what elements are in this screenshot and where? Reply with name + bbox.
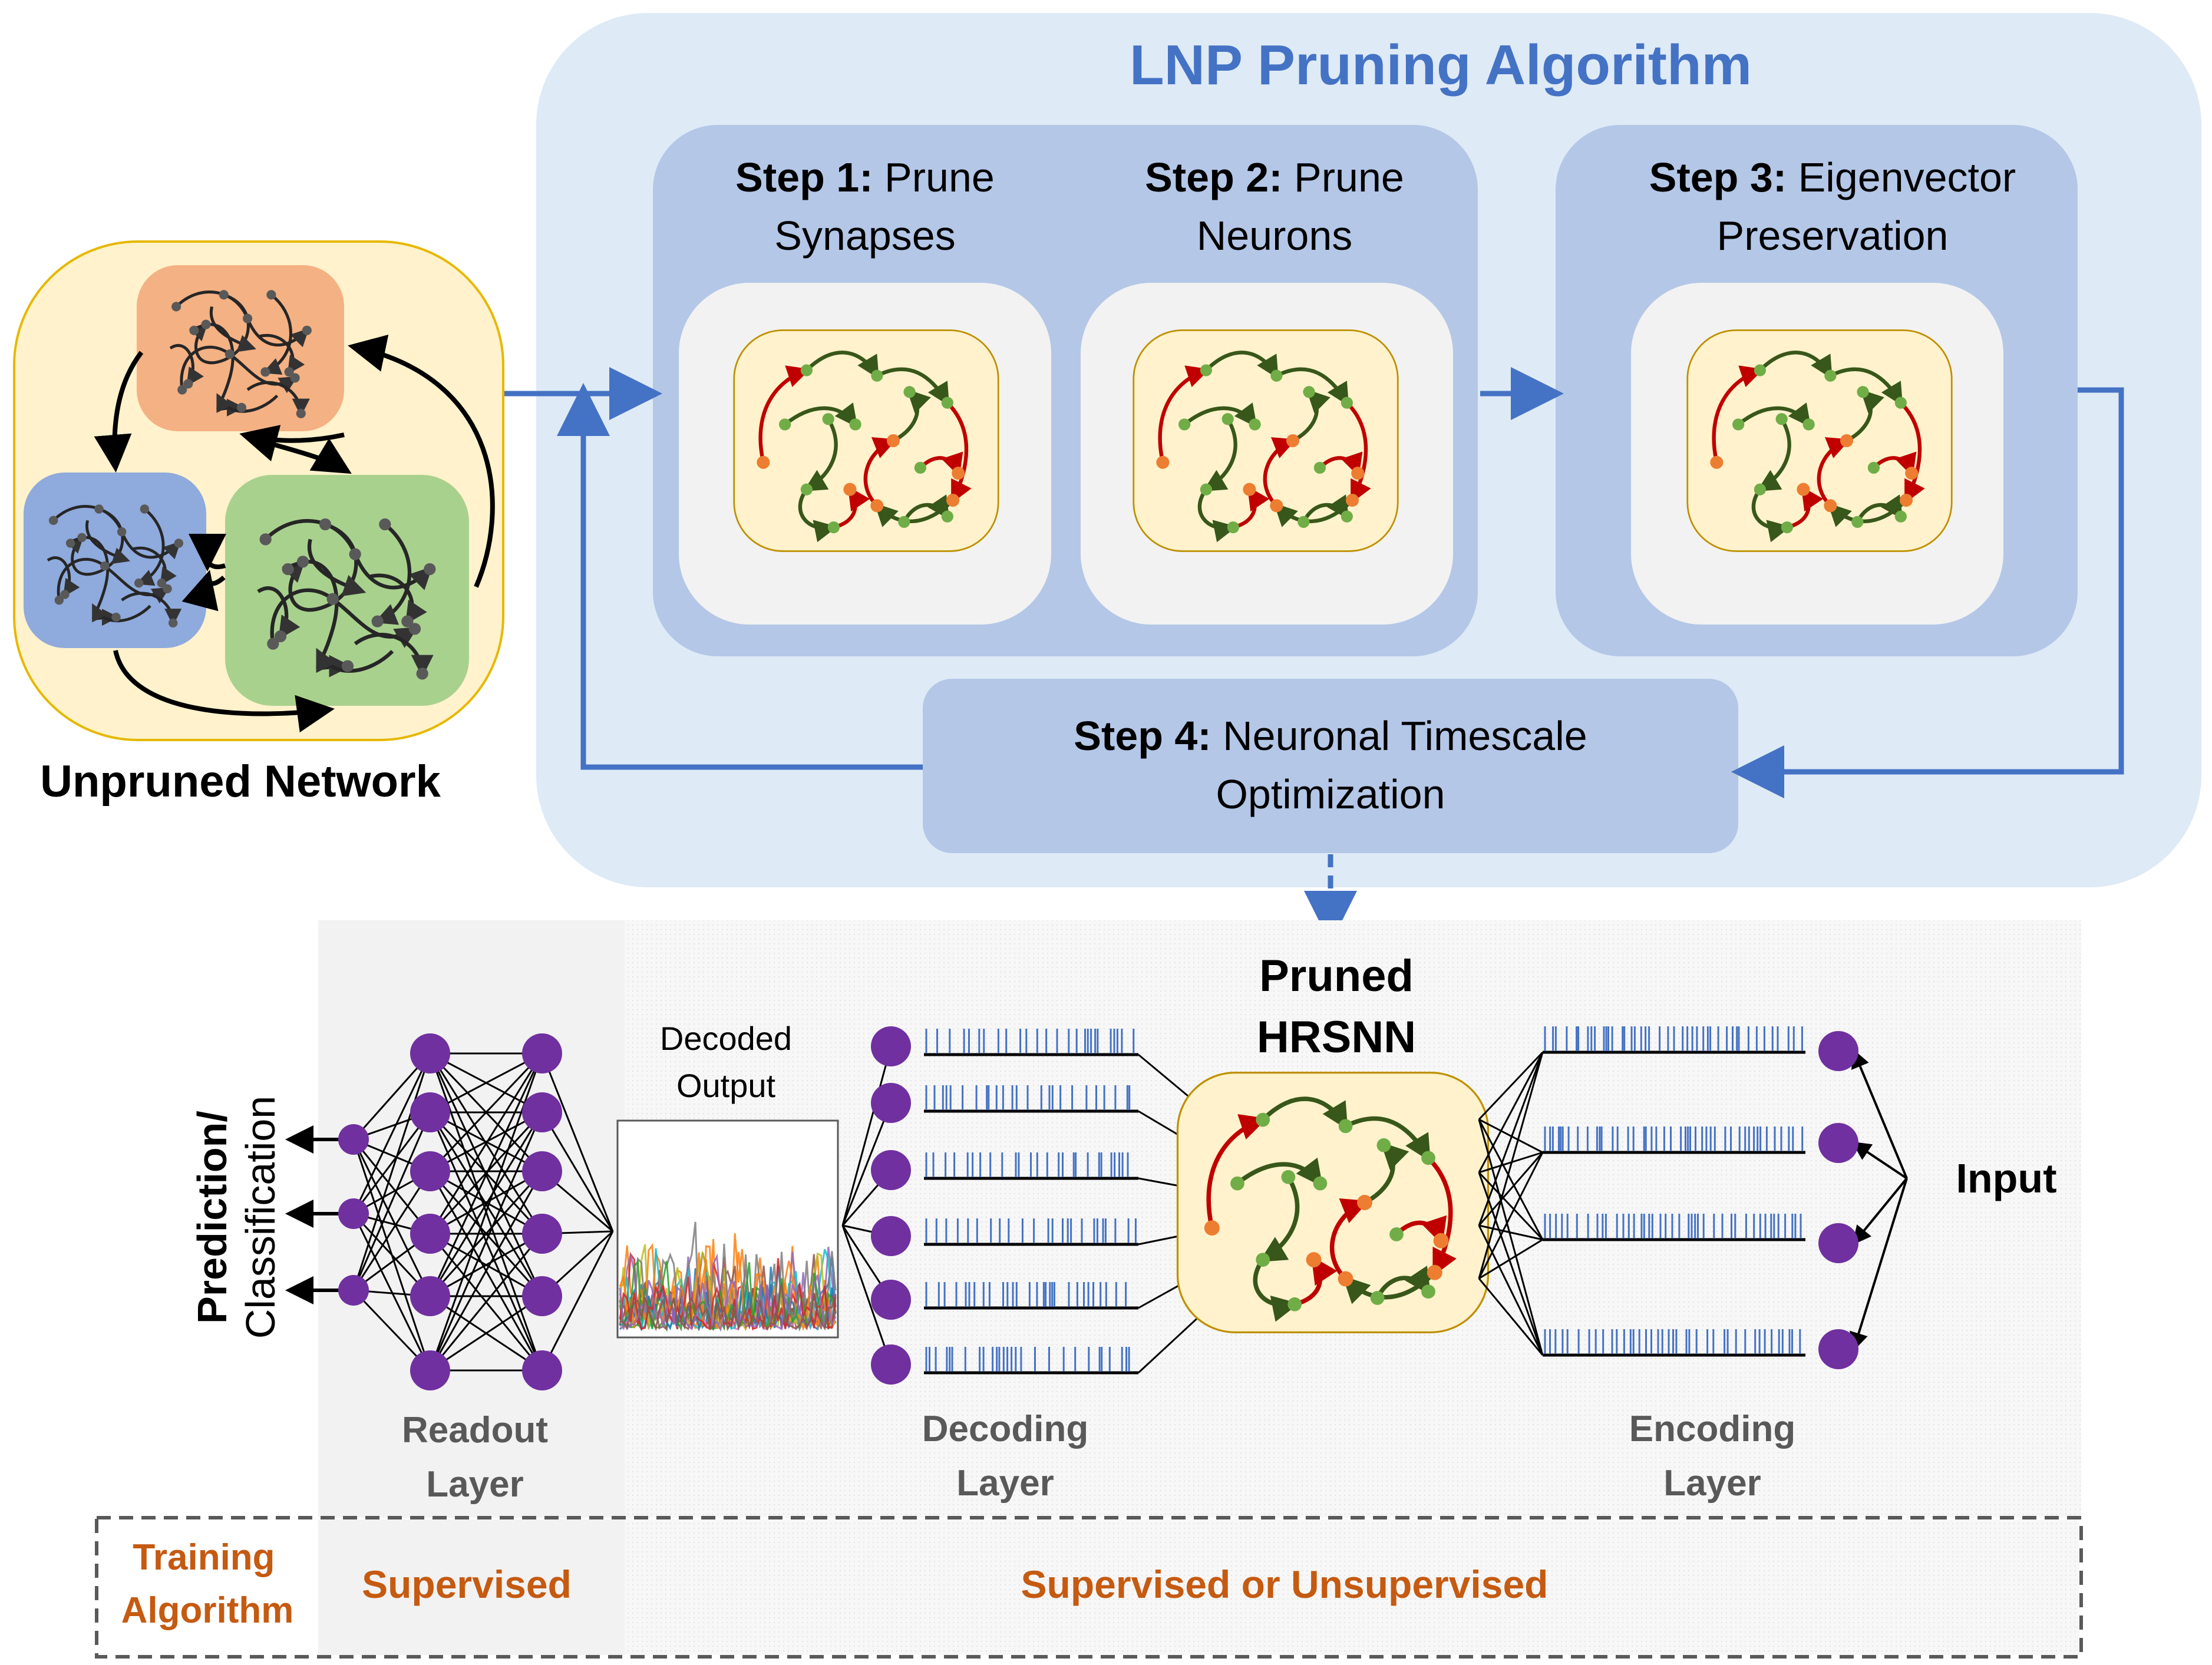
step-2-bold: Step 2: <box>1145 154 1282 200</box>
training-label-line2: Algorithm <box>121 1590 294 1631</box>
decoding-neuron <box>871 1280 911 1320</box>
encoding-layer <box>1478 1026 1908 1369</box>
step-4-subtitle: Optimization <box>1216 771 1445 817</box>
training-row <box>95 1516 2083 1659</box>
step-1-bold: Step 1: <box>735 154 873 200</box>
step-1-title: Step 1: Prune <box>735 154 995 200</box>
encoding-layer-line1: Encoding <box>1629 1409 1795 1449</box>
lnp-title: LNP Pruning Algorithm <box>1130 34 1752 97</box>
readout-hidden-neuron <box>522 1350 562 1390</box>
pruned-hrsnn-line1: Pruned <box>1259 951 1414 1001</box>
training-readout-cell <box>318 1519 625 1655</box>
unpruned-network-label: Unpruned Network <box>40 756 441 807</box>
readout-output-neuron <box>338 1275 369 1306</box>
readout-hidden-neuron <box>522 1151 562 1191</box>
readout-network <box>285 1033 614 1390</box>
encoding-neuron <box>1818 1031 1858 1071</box>
decoding-neuron <box>871 1150 911 1190</box>
step-3-rest: Eigenvector <box>1787 154 2016 200</box>
readout-layer-panel <box>318 920 625 1518</box>
training-rest: Supervised or Unsupervised <box>1021 1562 1549 1606</box>
readout-hidden-neuron <box>410 1151 450 1191</box>
training-readout: Supervised <box>362 1562 572 1606</box>
readout-hidden-neuron <box>410 1214 450 1254</box>
readout-hidden-neuron <box>522 1276 562 1316</box>
step-2-rest: Prune <box>1283 154 1404 200</box>
step-4-rest: Neuronal Timescale <box>1211 713 1587 759</box>
step-2-network <box>1134 331 1398 551</box>
decoding-layer-line2: Layer <box>956 1463 1054 1504</box>
readout-layer-line2: Layer <box>426 1464 523 1505</box>
decoding-neuron <box>871 1344 911 1385</box>
step-1-network <box>734 331 998 551</box>
encoding-neuron <box>1818 1123 1858 1163</box>
decoded-output-line1: Decoded <box>660 1020 792 1057</box>
step-1-rest: Prune <box>873 154 995 200</box>
step-1-subtitle: Synapses <box>774 213 955 259</box>
step-2-subtitle: Neurons <box>1197 213 1353 259</box>
pruned-hrsnn-network <box>1177 1073 1488 1333</box>
prediction-line2: Classification <box>237 1096 283 1339</box>
training-label-line1: Training <box>133 1537 275 1578</box>
training-rest-cell <box>625 1519 2079 1655</box>
readout-output-neuron <box>338 1198 369 1229</box>
decoded-output-line2: Output <box>676 1067 776 1104</box>
readout-hidden-neuron <box>410 1033 450 1073</box>
prediction-line1: Prediction/ <box>189 1111 235 1324</box>
readout-hidden-neuron <box>522 1214 562 1254</box>
flow-arrows <box>500 367 2124 944</box>
step-4-panel <box>923 679 1738 853</box>
step-4-bold: Step 4: <box>1074 713 1211 759</box>
input-label: Input <box>1956 1155 2056 1201</box>
readout-hidden-neuron <box>522 1033 562 1073</box>
encoding-neuron <box>1818 1223 1858 1263</box>
readout-hidden-neuron <box>410 1276 450 1316</box>
arrow-step3-to-step4 <box>1731 387 2124 798</box>
decoding-neuron <box>871 1026 911 1066</box>
step-2-title: Step 2: Prune <box>1145 154 1404 200</box>
readout-hidden-neuron <box>410 1092 450 1132</box>
step-3-network <box>1688 331 1952 551</box>
encoding-layer-line2: Layer <box>1663 1463 1761 1504</box>
step-3-bold: Step 3: <box>1649 154 1787 200</box>
decoding-layer-line1: Decoding <box>922 1409 1088 1449</box>
decoding-neuron <box>871 1216 911 1256</box>
step-3-title: Step 3: Eigenvector <box>1649 154 2016 200</box>
decoding-neuron <box>871 1083 911 1123</box>
arrow-step4-loop-back <box>557 383 923 770</box>
decoded-output-chart <box>616 1119 839 1339</box>
readout-output-neuron <box>338 1124 369 1155</box>
pruned-hrsnn-line2: HRSNN <box>1257 1012 1416 1062</box>
decoded-output-traces <box>619 1221 837 1333</box>
inter-cluster-connections <box>94 335 495 733</box>
step-3-subtitle: Preservation <box>1717 213 1949 259</box>
step-4-title: Step 4: Neuronal Timescale <box>1074 713 1587 759</box>
readout-hidden-neuron <box>522 1092 562 1132</box>
prediction-label: Prediction/ Classification <box>189 1096 283 1339</box>
readout-hidden-neuron <box>410 1350 450 1390</box>
encoding-neuron <box>1818 1329 1858 1369</box>
readout-layer-line1: Readout <box>402 1410 548 1451</box>
